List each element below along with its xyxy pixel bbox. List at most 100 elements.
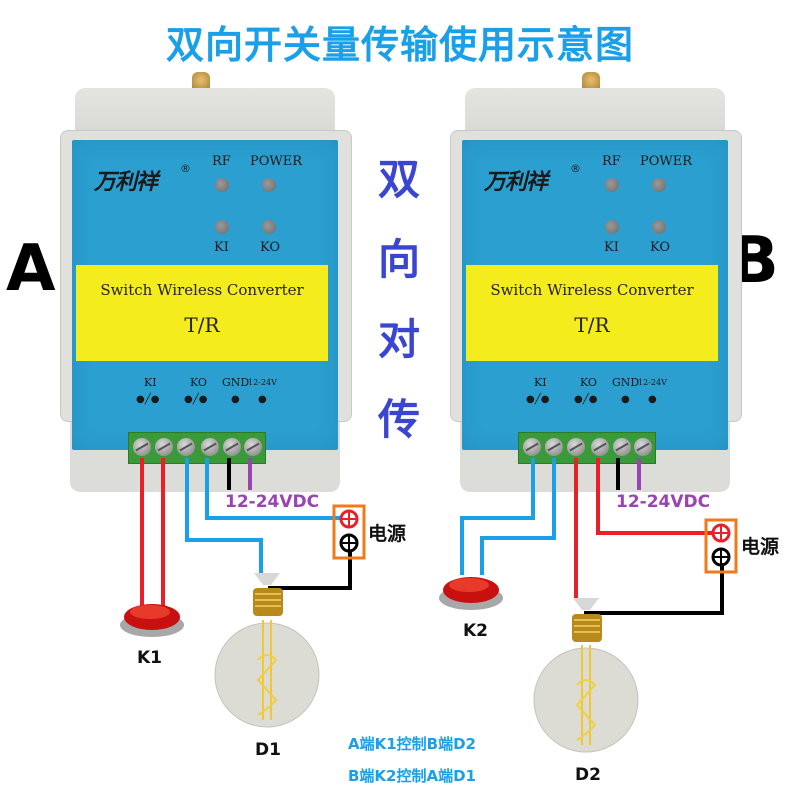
voltage-label-a: 12-24VDC — [225, 492, 320, 512]
product-label: Switch Wireless Converter T/R — [466, 265, 718, 361]
product-name: Switch Wireless Converter — [490, 281, 694, 299]
label-d2: D2 — [575, 765, 601, 785]
screw-icon — [244, 438, 262, 456]
light-bulb-d2-icon — [533, 598, 639, 753]
wire-ko-a-to-power — [205, 458, 340, 520]
led-label-ko: KO — [650, 240, 671, 255]
power-box-a — [332, 504, 366, 560]
screw-icon — [523, 438, 541, 456]
device-top-housing — [465, 88, 725, 138]
registered-mark: ® — [570, 162, 581, 175]
terminal-dot-icon: ● — [621, 394, 630, 405]
push-button-k1-icon — [120, 604, 184, 637]
product-label: Switch Wireless Converter T/R — [76, 265, 328, 361]
product-mode: T/R — [184, 313, 220, 337]
led-label-rf: RF — [602, 154, 621, 169]
switch-symbol-icon: ●╱● — [184, 394, 208, 405]
label-k2: K2 — [463, 621, 489, 641]
ko-led-icon — [652, 220, 666, 234]
screw-icon — [545, 438, 563, 456]
device-front-panel: 万利祥 ® RF POWER KI KO Switch Wireless Con… — [462, 140, 728, 450]
brand-logo: 万利祥 — [484, 170, 548, 195]
screw-icon — [133, 438, 151, 456]
terminal-dot-icon: ● — [231, 394, 240, 405]
brand-logo: 万利祥 — [94, 170, 158, 195]
terminal-block — [518, 432, 656, 464]
power-supply-label-a: 电源 — [368, 523, 407, 545]
product-name: Switch Wireless Converter — [100, 281, 304, 299]
screw-icon — [177, 438, 195, 456]
caption-a-controls-b: A端K1控制B端D2 — [348, 735, 476, 753]
terminal-label-ki: KI — [534, 376, 547, 389]
rf-led-icon — [605, 178, 619, 192]
vertical-char-2: 向 — [377, 235, 420, 284]
product-mode: T/R — [574, 313, 610, 337]
led-label-power: POWER — [250, 154, 303, 169]
voltage-label-b: 12-24VDC — [616, 492, 711, 512]
power-supply-label-b: 电源 — [741, 536, 780, 558]
plus-icon — [341, 511, 357, 527]
switch-symbol-icon: ●╱● — [136, 394, 160, 405]
terminal-label-ko: KO — [580, 376, 597, 389]
antenna-icon — [192, 72, 210, 92]
device-a: 万利祥 ® RF POWER KI KO Switch Wireless Con… — [60, 60, 360, 492]
wire-ki-b2 — [480, 458, 556, 575]
antenna-icon — [582, 72, 600, 92]
screw-icon — [613, 438, 631, 456]
led-label-ki: KI — [214, 240, 229, 255]
terminal-label-gnd: GND — [612, 376, 640, 389]
diagram-title: 双向开关量传输使用示意图 — [165, 23, 634, 67]
side-a-wires — [140, 458, 352, 615]
terminal-block — [128, 432, 266, 464]
terminal-label-ki: KI — [144, 376, 157, 389]
switch-symbol-icon: ●╱● — [574, 394, 598, 405]
switch-symbol-icon: ●╱● — [526, 394, 550, 405]
terminal-label-vin: 12-24V — [248, 378, 277, 387]
minus-icon — [713, 549, 729, 565]
terminal-dot-icon: ● — [648, 394, 657, 405]
led-label-power: POWER — [640, 154, 693, 169]
vertical-char-4: 传 — [377, 395, 420, 444]
plus-icon — [713, 525, 729, 541]
wire-ko-b-to-power — [596, 458, 712, 535]
power-led-icon — [262, 178, 276, 192]
ki-led-icon — [605, 220, 619, 234]
side-a-label: A — [6, 232, 56, 306]
led-label-ko: KO — [260, 240, 281, 255]
push-button-k2-icon — [439, 577, 503, 610]
power-box-b — [704, 518, 738, 574]
power-led-icon — [652, 178, 666, 192]
power-terminal-a — [332, 504, 366, 560]
device-front-panel: 万利祥 ® RF POWER KI KO Switch Wireless Con… — [72, 140, 338, 450]
vertical-char-3: 对 — [377, 315, 420, 364]
ko-led-icon — [262, 220, 276, 234]
wire-power-neg-b — [584, 563, 724, 615]
label-d1: D1 — [255, 740, 281, 760]
vertical-char-1: 双 — [377, 155, 420, 204]
ki-led-icon — [215, 220, 229, 234]
screw-icon — [201, 438, 219, 456]
device-b: 万利祥 ® RF POWER KI KO Switch Wireless Con… — [450, 60, 750, 492]
terminal-dot-icon: ● — [258, 394, 267, 405]
led-label-ki: KI — [604, 240, 619, 255]
screw-icon — [591, 438, 609, 456]
registered-mark: ® — [180, 162, 191, 175]
light-bulb-d1-icon — [214, 573, 320, 728]
power-terminal-b — [704, 518, 738, 574]
terminal-label-gnd: GND — [222, 376, 250, 389]
side-b-wires — [460, 458, 724, 615]
caption-b-controls-a: B端K2控制A端D1 — [348, 767, 476, 785]
screw-icon — [634, 438, 652, 456]
terminal-label-vin: 12-24V — [638, 378, 667, 387]
screw-icon — [567, 438, 585, 456]
device-top-housing — [75, 88, 335, 138]
rf-led-icon — [215, 178, 229, 192]
led-label-rf: RF — [212, 154, 231, 169]
label-k1: K1 — [137, 648, 163, 668]
wire-ki-b1 — [460, 458, 535, 575]
minus-icon — [341, 535, 357, 551]
wire-power-neg-a — [268, 550, 352, 590]
screw-icon — [155, 438, 173, 456]
screw-icon — [223, 438, 241, 456]
